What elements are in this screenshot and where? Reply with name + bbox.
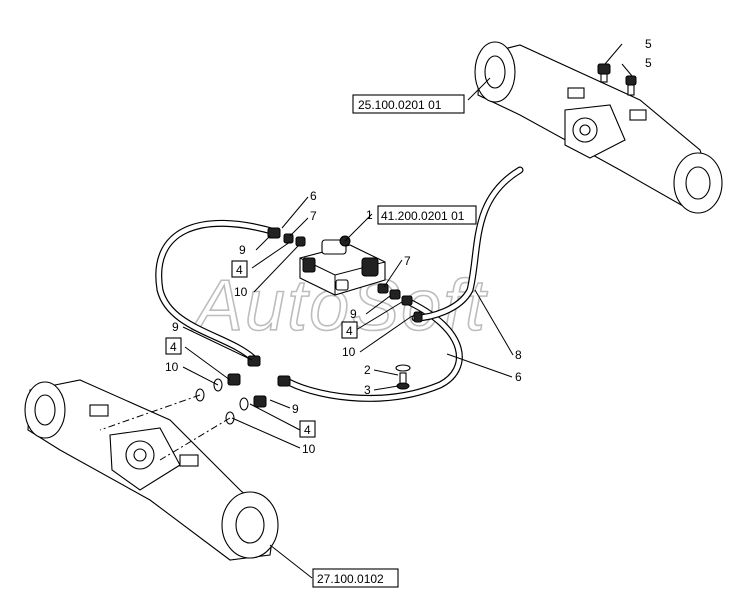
fitting-5a [597, 63, 611, 83]
svg-text:4: 4 [304, 423, 311, 437]
callout-1: 1 [366, 208, 373, 222]
callout-5b: 5 [645, 56, 652, 70]
callout-9b: 9 [350, 307, 357, 321]
callout-10d: 10 [302, 442, 316, 456]
fitting-5b [625, 75, 637, 96]
callout-6a: 6 [310, 189, 317, 203]
callout-8: 8 [515, 348, 522, 362]
ref-box-valve: 41.200.0201 01 [377, 205, 477, 225]
callout-box-4b: 4 [341, 321, 358, 339]
callout-6b: 6 [515, 370, 522, 384]
callout-5a: 5 [645, 37, 652, 51]
callout-9c: 9 [172, 320, 179, 334]
ref-box-front-axle: 27.100.0102 [312, 568, 399, 588]
svg-text:4: 4 [170, 340, 177, 354]
hose-6-lower [281, 296, 463, 402]
ref-valve-label: 41.200.0201 01 [381, 209, 465, 223]
callout-box-4c: 4 [165, 337, 182, 355]
callout-9d: 9 [292, 402, 299, 416]
callout-box-4a: 4 [231, 260, 248, 278]
hose-8 [411, 166, 524, 322]
callout-2: 2 [364, 363, 371, 377]
callout-7b: 7 [404, 254, 411, 268]
bolt-and-washer [395, 364, 411, 390]
rear-axle [474, 41, 723, 214]
ref-box-rear-axle: 25.100.0201 01 [352, 94, 465, 114]
callout-9a: 9 [239, 243, 246, 257]
hose-6-upper [155, 219, 279, 364]
front-axle [24, 379, 279, 561]
ref-front-axle-label: 27.100.0102 [317, 572, 384, 586]
valve-block [299, 235, 386, 296]
ref-rear-axle-label: 25.100.0201 01 [358, 98, 442, 112]
callout-10c: 10 [165, 360, 179, 374]
leader-lines [182, 43, 633, 579]
fittings-lower-left [195, 355, 291, 425]
callout-3: 3 [364, 383, 371, 397]
svg-text:4: 4 [236, 263, 243, 277]
callout-10b: 10 [342, 345, 356, 359]
svg-text:4: 4 [346, 324, 353, 338]
fittings-right [377, 283, 423, 323]
callout-10a: 10 [234, 285, 248, 299]
fittings-upper-left [267, 227, 306, 247]
callout-7a: 7 [310, 209, 317, 223]
callout-box-4d: 4 [299, 420, 316, 438]
